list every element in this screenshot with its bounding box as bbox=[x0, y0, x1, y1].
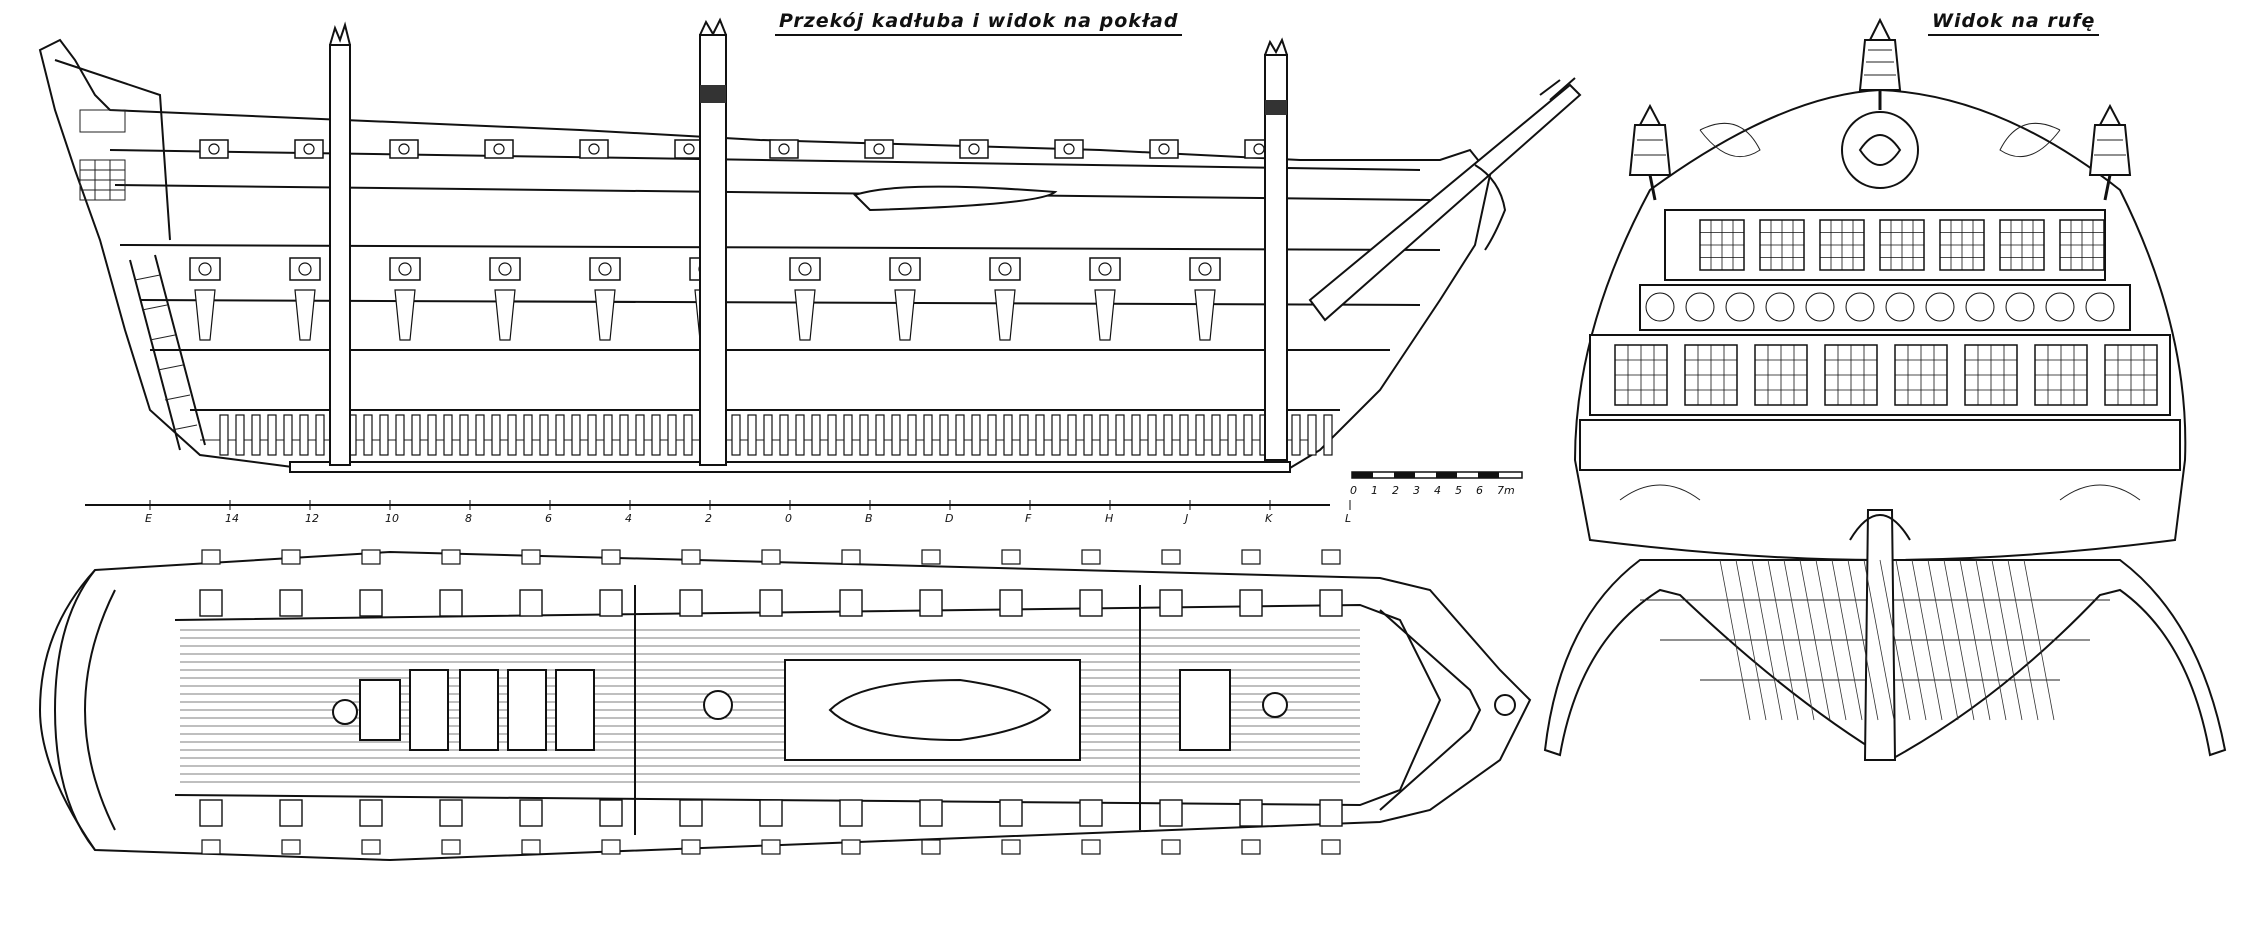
mizzen-mast bbox=[329, 44, 351, 466]
scale-label: 1 bbox=[1371, 484, 1378, 497]
frame-station-label: E bbox=[145, 512, 152, 525]
bowsprit bbox=[1308, 83, 1582, 322]
frame-station-label: 12 bbox=[305, 512, 319, 525]
scale-label: 7m bbox=[1497, 484, 1515, 497]
stern-view-drawing bbox=[1543, 17, 2227, 762]
frame-station-label: L bbox=[1345, 512, 1351, 525]
scale-label: 4 bbox=[1434, 484, 1441, 497]
figurehead bbox=[1474, 164, 1507, 251]
scale-label: 5 bbox=[1455, 484, 1462, 497]
frame-station-label: 0 bbox=[785, 512, 792, 525]
frame-station-label: D bbox=[945, 512, 953, 525]
stern-lantern-right bbox=[2088, 103, 2132, 201]
frame-station-label: H bbox=[1105, 512, 1113, 525]
stern-crest bbox=[1841, 111, 1919, 189]
hull-section-drawing bbox=[38, 17, 1582, 473]
scale-bar bbox=[1351, 471, 1523, 479]
deck-plan-drawing bbox=[38, 549, 1532, 862]
capstan-mid bbox=[703, 690, 733, 720]
hull-frames bbox=[219, 414, 1333, 456]
frame-station-label: 4 bbox=[625, 512, 632, 525]
stern-planking bbox=[1719, 559, 2055, 721]
frame-station-label: 8 bbox=[465, 512, 472, 525]
scale-label: 3 bbox=[1413, 484, 1420, 497]
frame-station-label: 10 bbox=[385, 512, 399, 525]
scale-label: 2 bbox=[1392, 484, 1399, 497]
frame-station-label: 14 bbox=[225, 512, 239, 525]
stern-lantern-center bbox=[1858, 17, 1902, 110]
scale-label: 6 bbox=[1476, 484, 1483, 497]
after-hatch bbox=[359, 679, 401, 741]
frame-station-label: F bbox=[1025, 512, 1032, 525]
capstan-aft bbox=[332, 699, 358, 725]
stern-windows bbox=[1614, 219, 2158, 406]
frame-station-labels: E 14 12 10 8 6 4 2 0 B D F H J K L bbox=[145, 500, 1351, 525]
stern-ladder bbox=[129, 254, 206, 451]
frame-station-label: B bbox=[865, 512, 873, 525]
rudder bbox=[1863, 509, 1897, 761]
frame-station-label: K bbox=[1265, 512, 1273, 525]
deck-guns bbox=[199, 549, 1343, 855]
keel bbox=[289, 461, 1291, 473]
scale-labels: 0 1 2 3 4 5 6 7m bbox=[1350, 484, 1515, 497]
frame-station-label: J bbox=[1183, 512, 1188, 525]
fore-mast bbox=[1264, 54, 1288, 461]
fore-hatch bbox=[1179, 669, 1231, 751]
frame-station-label: 6 bbox=[545, 512, 552, 525]
stern-lantern-left bbox=[1628, 103, 1672, 201]
lower-frieze bbox=[1579, 419, 2181, 471]
stern-view-title: Widok na rufę bbox=[1928, 10, 2100, 36]
section-title: Przekój kadłuba i widok na pokład bbox=[775, 10, 1183, 36]
deck-planking bbox=[180, 629, 1360, 783]
capstan-fore bbox=[1262, 692, 1288, 718]
deck-boat bbox=[853, 185, 1058, 212]
main-mast bbox=[699, 34, 727, 466]
scale-label: 0 bbox=[1350, 484, 1357, 497]
frame-station-label: 2 bbox=[705, 512, 712, 525]
main-hatch-grates bbox=[409, 669, 595, 751]
deck-boat-plan bbox=[828, 678, 1052, 742]
